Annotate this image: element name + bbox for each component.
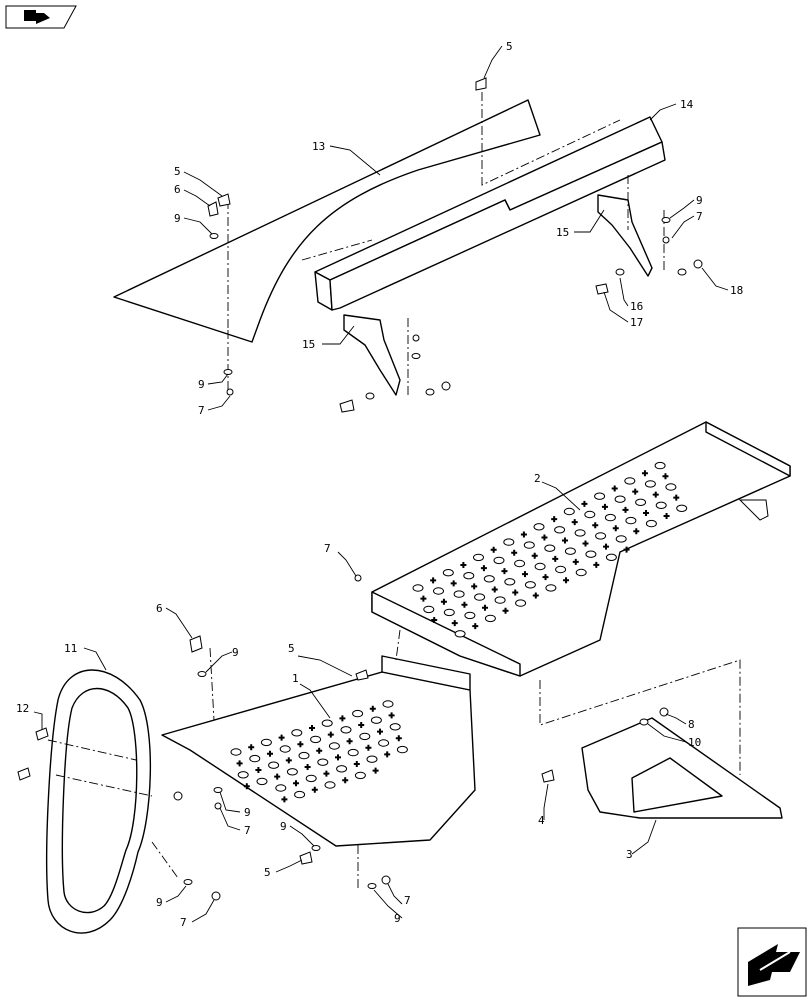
callout-7-a: 7: [696, 210, 703, 223]
next-page-arrow-icon[interactable]: [737, 927, 807, 997]
bracket-15-left: [343, 314, 401, 396]
callout-7-e: 7: [404, 894, 411, 907]
callout-7-b: 7: [198, 404, 205, 417]
callout-labels: 1 2 3 4 5 5 5 5 6 6 7 7 7 7 7 7 8 9 9 9 …: [16, 40, 743, 929]
callout-9-h: 9: [394, 912, 401, 925]
callout-9-e: 9: [244, 806, 251, 819]
callout-5-left: 5: [174, 165, 181, 178]
hardware: [17, 77, 703, 901]
callout-5-low: 5: [264, 866, 271, 879]
bracket-3: [581, 717, 783, 819]
callout-9-d: 9: [232, 646, 239, 659]
callout-16: 16: [630, 300, 643, 313]
callout-6-mid: 6: [156, 602, 163, 615]
callout-9-f: 9: [280, 820, 287, 833]
callout-6-top: 6: [174, 183, 181, 196]
callout-15-left: 15: [302, 338, 315, 351]
callout-8: 8: [688, 718, 695, 731]
callout-12: 12: [16, 702, 29, 715]
callout-15-right: 15: [556, 226, 569, 239]
book-arrow-icon[interactable]: [5, 5, 77, 29]
callout-14: 14: [680, 98, 694, 111]
leader-lines: [33, 45, 729, 923]
handle-11: [46, 669, 152, 934]
callout-9-b: 9: [696, 194, 703, 207]
callout-9-c: 9: [198, 378, 205, 391]
step-2: [371, 421, 791, 677]
callout-3: 3: [626, 848, 633, 861]
plate-13: [113, 99, 541, 343]
callout-4: 4: [538, 814, 545, 827]
callout-1: 1: [292, 672, 299, 685]
callout-7-c: 7: [324, 542, 331, 555]
callout-11: 11: [64, 642, 77, 655]
callout-9-a: 9: [174, 212, 181, 225]
step-1: [161, 655, 476, 847]
callout-7-d: 7: [244, 824, 251, 837]
callout-18: 18: [730, 284, 743, 297]
callout-5-top: 5: [506, 40, 513, 53]
channel-14: [314, 116, 666, 311]
callout-13: 13: [312, 140, 325, 153]
callout-5-mid: 5: [288, 642, 295, 655]
callout-2: 2: [534, 472, 541, 485]
bracket-15-right: [597, 194, 653, 277]
callout-17: 17: [630, 316, 643, 329]
callout-10: 10: [688, 736, 701, 749]
callout-7-f: 7: [180, 916, 187, 929]
callout-9-g: 9: [156, 896, 163, 909]
